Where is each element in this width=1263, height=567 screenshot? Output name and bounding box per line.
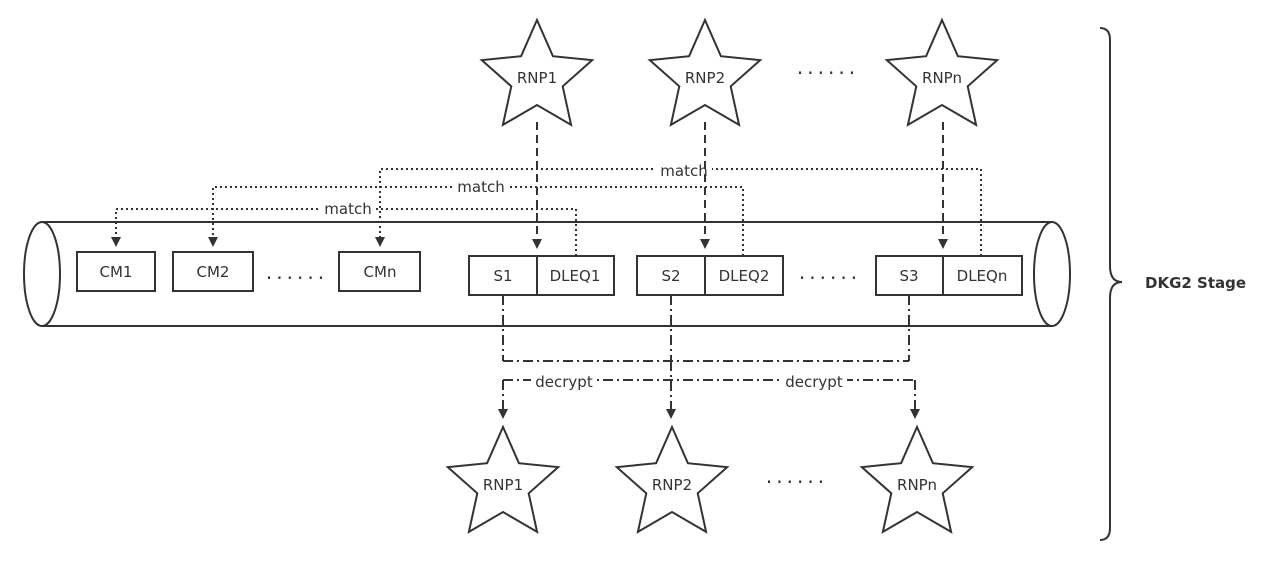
share-label: S1 bbox=[493, 267, 512, 285]
star-icon bbox=[884, 17, 1000, 127]
match-connectors bbox=[111, 168, 982, 256]
top-node-star-3: RNPn bbox=[884, 17, 1000, 127]
match-line-3 bbox=[375, 168, 982, 256]
decrypt-label-2: decrypt bbox=[785, 373, 843, 391]
star-icon bbox=[647, 17, 763, 127]
top-node-star-1: RNP1 bbox=[479, 17, 595, 127]
commitment-label: CM1 bbox=[100, 263, 133, 281]
submit-arrows bbox=[532, 122, 948, 249]
star-icon bbox=[859, 424, 975, 534]
decrypt-label-1: decrypt bbox=[535, 373, 593, 391]
star-icon bbox=[445, 424, 561, 534]
shares-ellipsis: ...... bbox=[799, 260, 861, 284]
top-nodes-ellipsis: ...... bbox=[797, 55, 859, 79]
node-label: RNP1 bbox=[483, 476, 523, 494]
proof-label: DLEQn bbox=[957, 267, 1008, 285]
proof-label: DLEQ2 bbox=[719, 267, 770, 285]
bottom-node-star-3: RNPn bbox=[859, 424, 975, 534]
star-icon bbox=[479, 17, 595, 127]
top-node-star-2: RNP2 bbox=[647, 17, 763, 127]
node-label: RNP2 bbox=[652, 476, 692, 494]
channel-pipe bbox=[23, 221, 1071, 327]
commitment-cm2: CM2 bbox=[172, 251, 254, 292]
star-icon bbox=[614, 424, 730, 534]
match-labels: match match match bbox=[320, 160, 712, 218]
decrypt-connectors bbox=[498, 295, 920, 419]
share-label: S3 bbox=[899, 267, 918, 285]
bottom-node-star-1: RNP1 bbox=[445, 424, 561, 534]
proof-label: DLEQ1 bbox=[550, 267, 601, 285]
commitment-cm1: CM1 bbox=[76, 251, 156, 292]
stage-label: DKG2 Stage bbox=[1145, 274, 1246, 292]
node-label: RNPn bbox=[922, 69, 962, 87]
bottom-nodes-ellipsis: ...... bbox=[766, 464, 828, 488]
commitment-cmn: CMn bbox=[338, 251, 421, 292]
node-label: RNPn bbox=[897, 476, 937, 494]
share-box-1: S1 DLEQ1 bbox=[468, 255, 615, 296]
node-label: RNP1 bbox=[517, 69, 557, 87]
share-label: S2 bbox=[661, 267, 680, 285]
commitments-ellipsis: ...... bbox=[266, 260, 328, 284]
match-label-3: match bbox=[660, 162, 707, 180]
node-label: RNP2 bbox=[685, 69, 725, 87]
commitment-label: CM2 bbox=[197, 263, 230, 281]
share-box-2: S2 DLEQ2 bbox=[636, 255, 784, 296]
match-label-1: match bbox=[324, 200, 371, 218]
decrypt-labels: decrypt decrypt bbox=[531, 372, 847, 391]
match-label-2: match bbox=[457, 178, 504, 196]
share-box-3: S3 DLEQn bbox=[875, 255, 1023, 296]
stage-brace bbox=[1099, 27, 1123, 541]
commitment-label: CMn bbox=[364, 263, 397, 281]
bottom-node-star-2: RNP2 bbox=[614, 424, 730, 534]
